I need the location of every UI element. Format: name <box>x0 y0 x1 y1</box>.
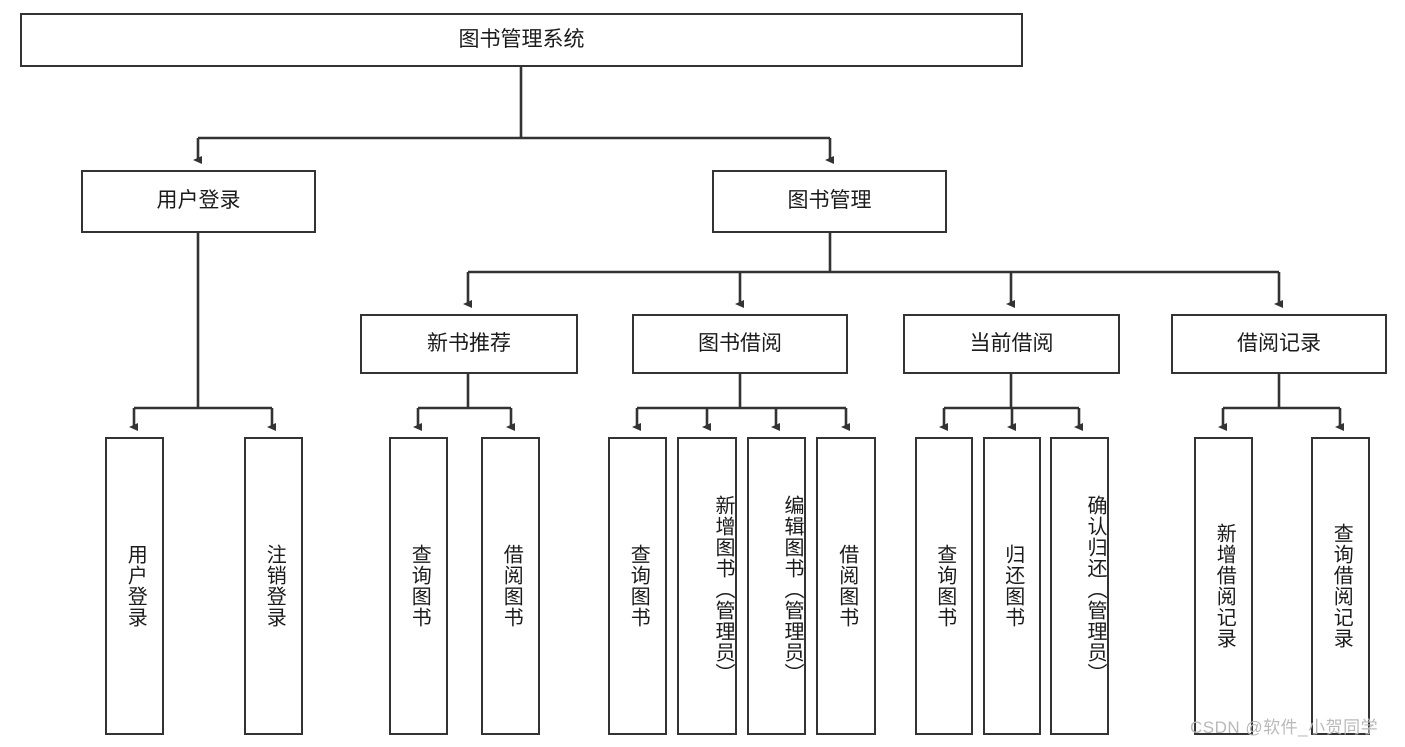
leaf-confirm-return-admin[interactable]: 确认归还（管理员） <box>1050 437 1109 735</box>
leaf-query-books-borrowing[interactable]: 查询图书 <box>608 437 667 735</box>
node-root-book-management-system[interactable]: 图书管理系统 <box>20 13 1023 67</box>
node-new-book-recommendation[interactable]: 新书推荐 <box>360 314 578 374</box>
leaf-add-book-admin[interactable]: 新增图书（管理员） <box>677 437 737 735</box>
leaf-edit-book-admin[interactable]: 编辑图书（管理员） <box>747 437 806 735</box>
leaf-borrow-books-borrowing[interactable]: 借阅图书 <box>816 437 876 735</box>
csdn-watermark: CSDN @软件_小贺同学 <box>1190 718 1379 737</box>
leaf-query-books-current[interactable]: 查询图书 <box>915 437 973 735</box>
leaf-borrow-books-recommend[interactable]: 借阅图书 <box>481 437 540 735</box>
node-user-login[interactable]: 用户登录 <box>81 170 316 233</box>
leaf-add-borrow-record[interactable]: 新增借阅记录 <box>1194 437 1253 735</box>
node-book-borrowing[interactable]: 图书借阅 <box>632 314 848 374</box>
node-borrow-records[interactable]: 借阅记录 <box>1171 314 1387 374</box>
node-book-management[interactable]: 图书管理 <box>712 170 947 233</box>
leaf-return-books[interactable]: 归还图书 <box>983 437 1041 735</box>
leaf-query-borrow-record[interactable]: 查询借阅记录 <box>1311 437 1370 735</box>
leaf-logout[interactable]: 注销登录 <box>244 437 303 735</box>
node-current-borrowing[interactable]: 当前借阅 <box>903 314 1120 374</box>
leaf-user-login[interactable]: 用户登录 <box>105 437 164 735</box>
leaf-query-books-recommend[interactable]: 查询图书 <box>389 437 448 735</box>
